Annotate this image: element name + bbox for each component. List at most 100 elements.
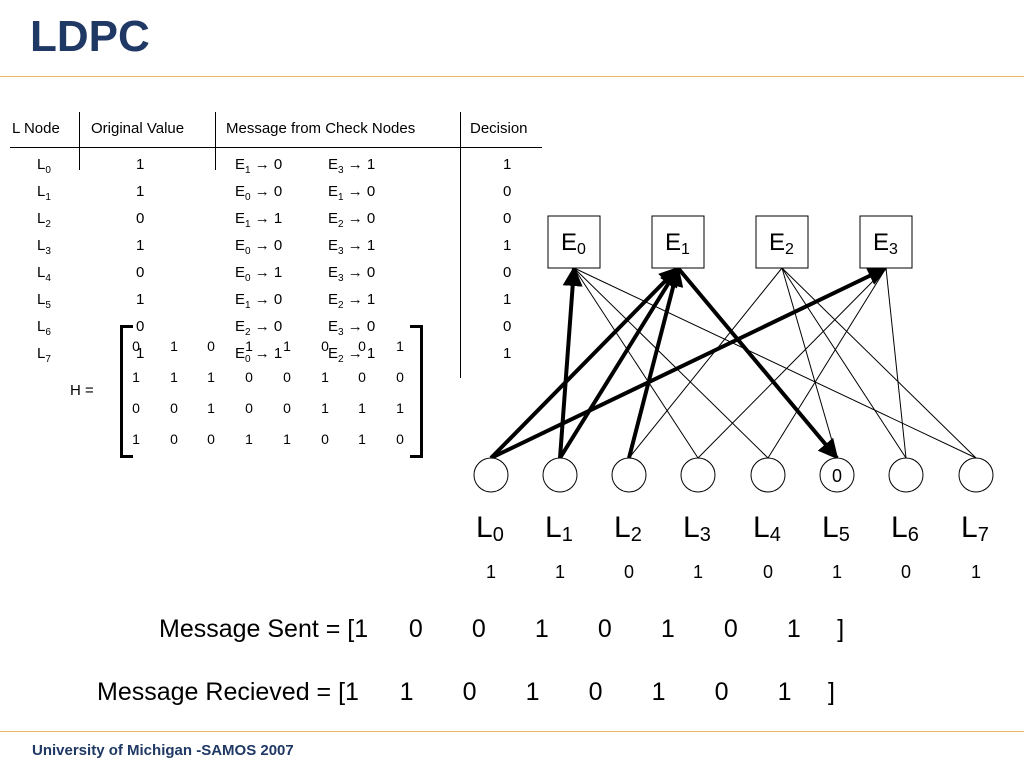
table-divider (215, 112, 216, 170)
received-bit: 1 (345, 678, 359, 706)
table-divider (79, 112, 80, 170)
check-node-box (547, 215, 601, 269)
variable-node-value: 1 (486, 562, 496, 582)
graph-edge (697, 267, 887, 459)
row-original-value: 1 (136, 345, 145, 362)
matrix-entry: 1 (358, 400, 366, 416)
sent-bit: 1 (534, 615, 549, 643)
footer-text: University of Michigan -SAMOS 2007 (32, 742, 294, 759)
received-bit: 1 (399, 678, 414, 706)
matrix-entry: 0 (283, 400, 291, 416)
matrix-entry: 1 (245, 338, 253, 354)
matrix-entry: 0 (245, 400, 253, 416)
matrix-entry: 0 (170, 400, 178, 416)
message-edge (676, 266, 839, 460)
matrix-entry: 0 (207, 338, 215, 354)
message-edge (627, 266, 684, 459)
variable-node-label: L0 (476, 511, 504, 546)
row-node: L4 (37, 264, 51, 284)
matrix-entry: 0 (321, 338, 329, 354)
title-divider (0, 76, 1024, 77)
variable-node-value: 1 (555, 562, 565, 582)
sent-bit: 1 (786, 615, 801, 643)
matrix-entry: 1 (283, 338, 291, 354)
variable-node-circle (680, 457, 716, 493)
matrix-entry: 0 (207, 431, 215, 447)
row-message-2: E2 → 1 (328, 345, 376, 365)
message-edge (558, 266, 583, 459)
sent-bit: 1 (660, 615, 675, 643)
row-original-value: 0 (136, 210, 145, 227)
matrix-entry: 1 (396, 400, 404, 416)
row-node: L6 (37, 318, 51, 338)
graph-edge (885, 267, 907, 459)
variable-node-label: L4 (753, 511, 781, 546)
variable-node-label: L1 (545, 511, 573, 546)
variable-node-circle (819, 457, 855, 493)
row-decision: 0 (503, 210, 512, 227)
row-node: L2 (37, 210, 51, 230)
row-node: L0 (37, 156, 51, 176)
graph-edge (781, 267, 838, 459)
row-original-value: 1 (136, 183, 145, 200)
received-bit: 0 (462, 678, 477, 706)
sent-bit: 1 (354, 615, 369, 643)
matrix-entry: 1 (170, 369, 178, 385)
variable-node-circle (750, 457, 786, 493)
row-message-2: E2 → 0 (328, 210, 376, 230)
message-sent-label: Message Sent = [ (159, 615, 355, 643)
row-message-1: E1 → 0 (235, 291, 283, 311)
matrix-entry: 1 (396, 338, 404, 354)
row-message-2: E3 → 1 (328, 156, 376, 176)
matrix-left-bracket (120, 325, 133, 458)
header-original-value: Original Value (91, 120, 185, 137)
row-node: L5 (37, 291, 51, 311)
message-received-close: ] (828, 678, 835, 706)
variable-node-circle (473, 457, 509, 493)
row-decision: 1 (503, 345, 512, 362)
row-message-1: E0 → 0 (235, 237, 283, 257)
matrix-entry: 1 (358, 431, 366, 447)
variable-node-label: L6 (891, 511, 919, 546)
row-message-1: E0 → 1 (235, 264, 283, 284)
footer-divider (0, 731, 1024, 732)
matrix-entry: 1 (132, 431, 140, 447)
check-node-box (755, 215, 809, 269)
slide-title: LDPC (30, 12, 150, 61)
row-message-1: E1 → 1 (235, 210, 283, 230)
row-message-2: E1 → 0 (328, 183, 376, 203)
row-message-1: E1 → 0 (235, 156, 283, 176)
matrix-entry: 0 (358, 369, 366, 385)
matrix-entry: 0 (321, 431, 329, 447)
matrix-entry: 0 (170, 431, 178, 447)
header-decision: Decision (470, 120, 528, 137)
received-bit: 0 (714, 678, 729, 706)
variable-node-value: 1 (971, 562, 981, 582)
row-decision: 1 (503, 237, 512, 254)
matrix-entry: 0 (132, 338, 140, 354)
row-decision: 0 (503, 183, 512, 200)
received-bit: 1 (651, 678, 666, 706)
matrix-entry: 1 (132, 369, 140, 385)
graph-edge (573, 267, 699, 459)
sent-bit: 0 (408, 615, 423, 643)
variable-node-circle (958, 457, 994, 493)
message-received-label: Message Recieved = [ (97, 678, 346, 706)
row-message-2: E3 → 0 (328, 264, 376, 284)
message-edge (489, 266, 680, 460)
variable-node-value: 0 (763, 562, 773, 582)
header-message-from-check-nodes: Message from Check Nodes (226, 120, 416, 137)
check-node-label: E1 (665, 229, 690, 258)
graph-edge (781, 267, 907, 459)
variable-node-value: 1 (693, 562, 703, 582)
variable-node-circle (611, 457, 647, 493)
row-node: L1 (37, 183, 51, 203)
row-message-2: E3 → 1 (328, 237, 376, 257)
matrix-entry: 1 (321, 400, 329, 416)
variable-node-label: L7 (961, 511, 989, 546)
row-original-value: 1 (136, 156, 145, 173)
row-node: L3 (37, 237, 51, 257)
graph-edge (781, 267, 977, 459)
check-node-box (651, 215, 705, 269)
